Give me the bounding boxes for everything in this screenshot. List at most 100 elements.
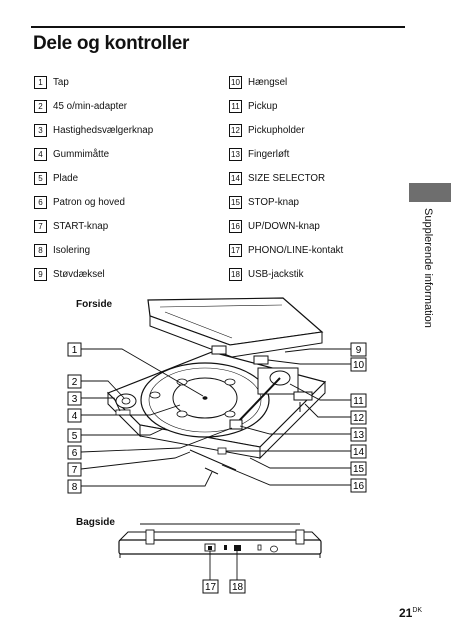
callout-label: 5 (72, 431, 78, 442)
turntable-base (106, 351, 327, 448)
callouts-left: 1 2 3 4 5 6 7 8 (67, 342, 82, 494)
part-number: 4 (34, 148, 47, 161)
tonearm (235, 377, 281, 425)
part-label: Pickup (248, 101, 278, 112)
part-item: 3 Hastighedsvælgerknap (34, 124, 153, 137)
phono-line-switch (204, 543, 216, 552)
part-label: 45 o/min-adapter (53, 101, 128, 112)
dust-cover-edge (149, 315, 323, 358)
callout-label: 2 (72, 377, 78, 388)
page-number-value: 21 (399, 606, 413, 620)
section-tab (409, 183, 451, 202)
part-label: Isolering (53, 245, 91, 256)
part-label: STOP-knap (248, 197, 300, 208)
callout-label: 6 (72, 448, 78, 459)
part-item: 2 45 o/min-adapter (34, 100, 127, 113)
part-label: USB-jackstik (248, 269, 304, 280)
part-item: 12 Pickupholder (229, 124, 305, 137)
part-number: 6 (34, 196, 47, 209)
part-label: PHONO/LINE-kontakt (248, 245, 344, 256)
part-number: 1 (34, 76, 47, 89)
page-number: 21DK (399, 606, 422, 620)
callout-label: 8 (72, 482, 78, 493)
front-view-label: Forside (76, 299, 113, 310)
part-number: 16 (229, 220, 242, 233)
usb-jack (234, 545, 241, 551)
part-label: Støvdæksel (53, 269, 105, 280)
part-label: Tap (53, 77, 69, 88)
hinge-left (145, 529, 155, 545)
callout-label: 9 (356, 345, 362, 356)
size-selector (217, 447, 227, 455)
callout-label: 11 (353, 396, 364, 407)
part-number: 2 (34, 100, 47, 113)
part-item: 17 PHONO/LINE-kontakt (229, 244, 343, 257)
page-number-suffix: DK (412, 607, 423, 614)
part-number: 5 (34, 172, 47, 185)
arm-rest (293, 391, 313, 401)
adapter-45 (115, 393, 137, 409)
back-panel (118, 539, 322, 555)
tonearm-base (257, 367, 299, 395)
part-item: 10 Hængsel (229, 76, 287, 89)
title-rule (31, 26, 405, 28)
callout-label: 18 (232, 582, 244, 593)
part-item: 1 Tap (34, 76, 69, 89)
part-item: 6 Patron og hoved (34, 196, 125, 209)
part-number: 12 (229, 124, 242, 137)
part-number: 14 (229, 172, 242, 185)
part-item: 5 Plade (34, 172, 78, 185)
part-item: 13 Fingerløft (229, 148, 289, 161)
part-label: SIZE SELECTOR (248, 173, 326, 184)
callout-label: 10 (353, 360, 365, 371)
part-label: UP/DOWN-knap (248, 221, 320, 232)
callout-label: 7 (72, 465, 78, 476)
part-item: 4 Gummimåtte (34, 148, 109, 161)
part-number: 10 (229, 76, 242, 89)
part-item: 15 STOP-knap (229, 196, 299, 209)
part-number: 8 (34, 244, 47, 257)
spindle (202, 396, 208, 400)
platter (140, 362, 270, 438)
part-number: 9 (34, 268, 47, 281)
part-number: 18 (229, 268, 242, 281)
speed-selector (115, 409, 131, 416)
back-view: 17 18 (118, 523, 322, 594)
part-item: 9 Støvdæksel (34, 268, 105, 281)
callout-label: 13 (353, 430, 365, 441)
hinge (211, 345, 227, 355)
part-label: Hængsel (248, 77, 288, 88)
dust-cover (147, 297, 324, 346)
part-number: 13 (229, 148, 242, 161)
callout-label: 3 (72, 394, 78, 405)
part-label: Hastighedsvælgerknap (53, 125, 154, 136)
part-number: 3 (34, 124, 47, 137)
callout-label: 1 (72, 345, 78, 356)
callout-label: 17 (205, 582, 217, 593)
part-number: 15 (229, 196, 242, 209)
section-tab-label: Supplerende information (419, 208, 437, 338)
part-label: Pickupholder (248, 125, 305, 136)
back-view-label: Bagside (76, 517, 115, 528)
callout-label: 14 (353, 447, 365, 458)
base-front-panel (139, 424, 261, 459)
callout-label: 15 (353, 464, 365, 475)
hinge-right (295, 529, 305, 545)
part-label: START-knap (53, 221, 109, 232)
section-tab-text: Supplerende information (422, 208, 434, 328)
part-label: Fingerløft (248, 149, 290, 160)
part-label: Plade (53, 173, 79, 184)
callout-label: 4 (72, 411, 78, 422)
part-label: Gummimåtte (53, 149, 110, 160)
cartridge (229, 419, 243, 430)
part-item: 8 Isolering (34, 244, 90, 257)
part-number: 17 (229, 244, 242, 257)
part-item: 18 USB-jackstik (229, 268, 304, 281)
back-cover-edge (118, 531, 322, 541)
callout-label: 16 (353, 481, 365, 492)
part-number: 11 (229, 100, 242, 113)
part-item: 11 Pickup (229, 100, 277, 113)
part-label: Patron og hoved (53, 197, 125, 208)
callouts-right: 9 10 11 12 13 14 15 16 (350, 342, 367, 493)
